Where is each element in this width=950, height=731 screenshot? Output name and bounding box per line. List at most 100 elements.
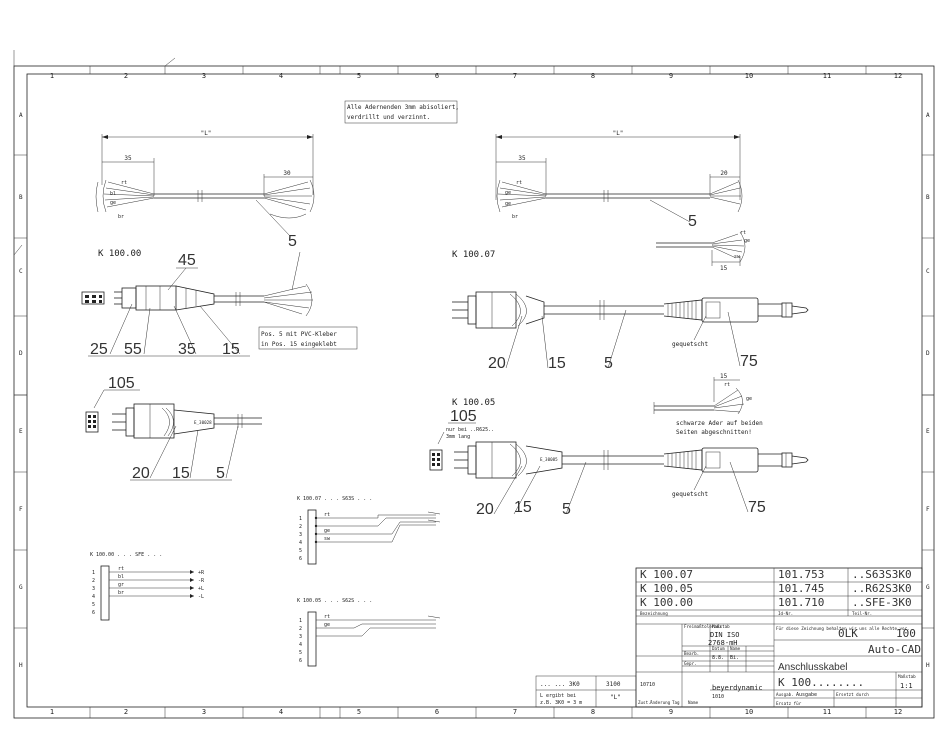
column-label: 10: [745, 708, 753, 716]
column-label: 9: [669, 708, 673, 716]
svg-text:ge: ge: [746, 396, 752, 402]
column-label: 4: [279, 708, 283, 716]
svg-text:101.710: 101.710: [778, 596, 824, 609]
svg-text:Maßstab: Maßstab: [898, 674, 916, 679]
svg-text:"L": "L": [613, 130, 624, 137]
svg-text:0LK: 0LK: [838, 627, 858, 640]
pvc-note: Pos. 5 mit PVC-Kleber in Pos. 15 eingekl…: [258, 326, 358, 350]
row-label: E: [926, 428, 930, 435]
svg-text:Freimaßtoleranz: Freimaßtoleranz: [684, 624, 722, 629]
svg-text:Änderung: Änderung: [650, 700, 671, 705]
svg-text:2768-mH: 2768-mH: [708, 639, 738, 647]
row-label: B: [19, 194, 23, 201]
detail-right-middle: rt ge 15 schwarze Ader auf beiden Seiten…: [653, 373, 763, 436]
svg-text:15: 15: [720, 373, 728, 380]
svg-text:..R62S3K0: ..R62S3K0: [852, 582, 912, 595]
svg-text:1:1: 1:1: [900, 682, 913, 690]
svg-text:101.753: 101.753: [778, 568, 824, 581]
svg-text:5: 5: [288, 233, 297, 250]
svg-text:ge: ge: [110, 200, 116, 206]
svg-text:... ... 3K0: ... ... 3K0: [540, 681, 580, 688]
svg-text:Bezeichnung: Bezeichnung: [640, 611, 668, 616]
row-labels: A B C D E F G H A B C D E F G H: [19, 112, 930, 669]
svg-text:..S63S3K0: ..S63S3K0: [852, 568, 912, 581]
column-label: 3: [202, 72, 206, 80]
svg-text:5: 5: [299, 548, 302, 554]
svg-text:1: 1: [299, 516, 302, 522]
svg-text:ge: ge: [324, 622, 330, 628]
svg-text:sw: sw: [734, 254, 741, 260]
svg-text:5: 5: [216, 465, 225, 482]
schematic-s63s: K 100.07 . . . S63S . . . 1 2 3 4 5 6 rt…: [297, 496, 441, 565]
svg-text:35: 35: [178, 341, 196, 358]
svg-text:br: br: [118, 590, 124, 596]
svg-text:ge: ge: [324, 528, 330, 534]
svg-text:DIN ISO: DIN ISO: [710, 631, 740, 639]
svg-text:8.8.: 8.8.: [712, 655, 724, 661]
column-label: 1: [50, 708, 54, 716]
svg-text:"L": "L": [201, 130, 212, 137]
svg-text:15: 15: [172, 465, 190, 482]
svg-text:rt: rt: [724, 382, 730, 388]
svg-text:105: 105: [450, 408, 477, 425]
svg-text:Tag: Tag: [672, 700, 680, 705]
svg-text:4: 4: [299, 540, 302, 546]
svg-text:3100: 3100: [606, 681, 621, 688]
assembly-k100-05: K 100.05 105 nur bei ..R625.. 3mm lang E…: [429, 398, 809, 518]
row-label: C: [19, 268, 23, 275]
svg-text:E_30028: E_30028: [194, 420, 212, 425]
svg-text:3: 3: [92, 586, 95, 592]
svg-text:2: 2: [299, 524, 302, 530]
column-label: 11: [823, 72, 831, 80]
svg-text:1010: 1010: [712, 694, 724, 700]
column-label: 8: [591, 72, 595, 80]
svg-text:Name: Name: [688, 700, 699, 705]
schematic-sfe: K 100.00 . . . SFE . . . 1 2 3 4 5 6 rt …: [90, 552, 205, 621]
column-label: 7: [513, 72, 517, 80]
row-label: H: [926, 662, 930, 669]
svg-text:rt: rt: [740, 230, 746, 236]
column-label: 6: [435, 72, 439, 80]
svg-text:z.B. 3K0 = 3 m: z.B. 3K0 = 3 m: [540, 700, 582, 706]
svg-text:6: 6: [299, 556, 302, 562]
svg-text:5: 5: [604, 355, 613, 372]
column-label: 12: [894, 72, 902, 80]
column-label: 11: [823, 708, 831, 716]
column-label: 1: [50, 72, 54, 80]
row-label: D: [19, 350, 23, 357]
svg-text:K 100.05 . . . S62S . . .: K 100.05 . . . S62S . . .: [297, 598, 372, 604]
svg-text:K 100.00: K 100.00: [98, 249, 141, 259]
svg-text:-L: -L: [198, 594, 204, 600]
row-label: A: [19, 112, 23, 119]
svg-text:Alle Adernenden 3mm abisoliert: Alle Adernenden 3mm abisoliert,: [347, 104, 459, 111]
svg-text:Anschlusskabel: Anschlusskabel: [778, 662, 847, 673]
svg-text:5: 5: [299, 650, 302, 656]
svg-text:15: 15: [222, 341, 240, 358]
svg-text:sw: sw: [324, 536, 331, 542]
column-label: 6: [435, 708, 439, 716]
svg-text:Pos. 5 mit PVC-Kleber: Pos. 5 mit PVC-Kleber: [261, 331, 337, 338]
svg-text:4: 4: [299, 642, 302, 648]
svg-text:3mm lang: 3mm lang: [446, 434, 470, 440]
svg-text:4: 4: [92, 594, 95, 600]
svg-text:E_30085: E_30085: [540, 457, 558, 462]
svg-text:-R: -R: [198, 578, 205, 584]
svg-text:Teil-Nr.: Teil-Nr.: [852, 611, 872, 616]
svg-text:1: 1: [92, 570, 95, 576]
row-label: F: [926, 506, 930, 513]
svg-text:bl: bl: [118, 574, 124, 580]
svg-text:100: 100: [896, 627, 916, 640]
row-label: G: [926, 584, 930, 591]
svg-text:Bi.: Bi.: [730, 655, 739, 661]
title-block: K 100.07 101.753 ..S63S3K0 K 100.05 101.…: [535, 567, 923, 708]
svg-text:15: 15: [720, 265, 728, 272]
svg-text:rt: rt: [121, 180, 127, 186]
svg-text:20: 20: [476, 501, 494, 518]
cable-left-dimensioned: "L" 35 30 rt bl ge br 5: [95, 130, 315, 250]
svg-text:2: 2: [92, 578, 95, 584]
svg-text:Ersatz für: Ersatz für: [776, 701, 802, 706]
svg-text:gequetscht: gequetscht: [672, 491, 709, 498]
row-label: F: [19, 506, 23, 513]
svg-text:Gepr.: Gepr.: [684, 661, 697, 666]
